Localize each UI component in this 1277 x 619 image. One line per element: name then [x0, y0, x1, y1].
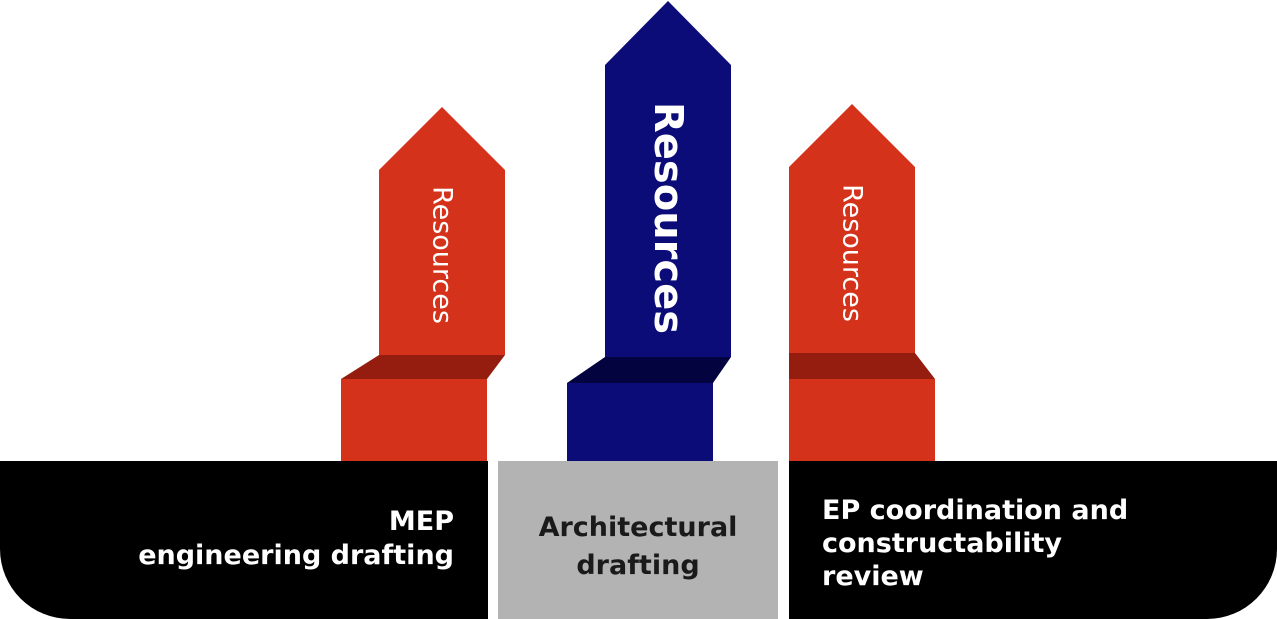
right-arrow-bevel [789, 353, 935, 379]
mep-panel: MEP engineering drafting [0, 461, 488, 619]
center-resource-arrow: Resources [567, 1, 731, 462]
coordination-panel-line-1: EP coordination and [822, 495, 1129, 526]
coordination-panel: EP coordination and constructability rev… [789, 461, 1277, 619]
center-arrow-head-body [605, 1, 731, 357]
center-arrow-label: Resources [645, 102, 691, 334]
left-arrow-base [341, 379, 487, 462]
left-arrow-bevel [341, 355, 505, 379]
right-arrow-head-body [789, 104, 915, 353]
mep-panel-line-1: MEP [388, 506, 454, 537]
right-arrow-label: Resources [837, 184, 868, 322]
coordination-panel-line-3: review [822, 561, 924, 592]
mep-panel-line-2: engineering drafting [138, 540, 454, 571]
left-arrow-label: Resources [427, 186, 458, 324]
architectural-panel-line-2: drafting [576, 550, 700, 581]
right-arrow-base [789, 379, 935, 462]
right-resource-arrow: Resources [789, 104, 935, 462]
architectural-panel: Architectural drafting [498, 461, 778, 619]
architectural-panel-line-1: Architectural [538, 512, 738, 543]
left-arrow-head-body [379, 107, 505, 355]
center-arrow-base [567, 383, 713, 462]
center-arrow-bevel [567, 357, 731, 383]
coordination-panel-line-2: constructability [822, 528, 1063, 559]
left-resource-arrow: Resources [341, 107, 505, 462]
